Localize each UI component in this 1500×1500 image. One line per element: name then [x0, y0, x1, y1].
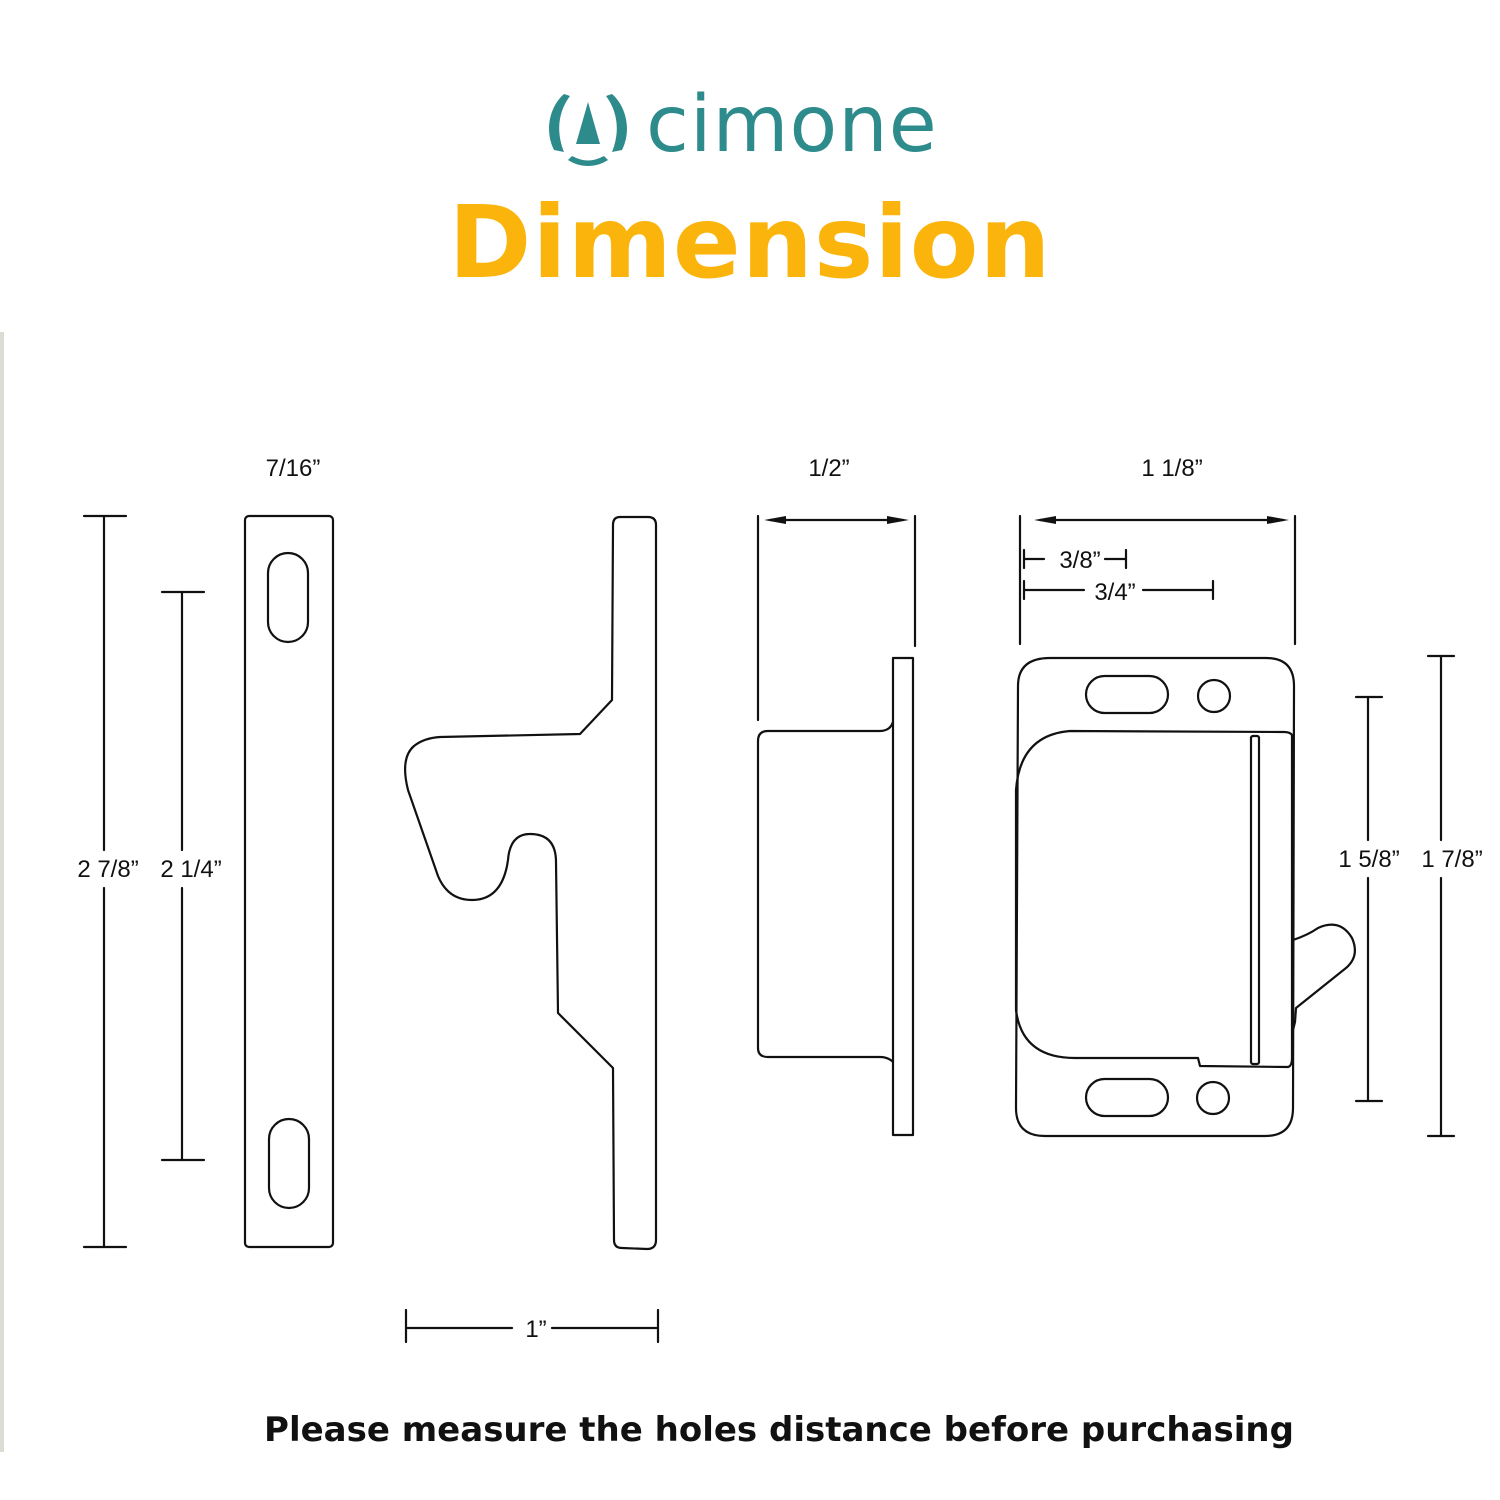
catch-side-view [756, 656, 915, 1137]
label-catch-hole-spacing: 1 5/8” [1338, 846, 1399, 873]
brand-name: cimone [646, 80, 938, 170]
dim-line-catch-overall-width [1018, 514, 1297, 646]
catch-body-outline [1014, 729, 1294, 1069]
footer-note: Please measure the holes distance before… [264, 1410, 1294, 1450]
catch-side-flange [891, 656, 915, 1137]
catch-top-slot [1084, 674, 1170, 715]
catch-front-view [1014, 656, 1357, 1138]
catch-plate-outline [1014, 656, 1296, 1138]
label-strike-overall-height: 2 7/8” [77, 856, 138, 883]
catch-top-hole [1196, 678, 1232, 714]
dim-line-catch-hole-offset-small [1022, 548, 1128, 570]
strike-side-profile-outline [403, 515, 658, 1251]
dim-line-catch-depth [756, 514, 917, 722]
dim-line-catch-hole-offset-large [1022, 579, 1215, 601]
brand-logo: cimone [546, 84, 938, 174]
strike-plate-outline [243, 514, 335, 1249]
label-strike-hole-spacing: 2 1/4” [160, 856, 221, 883]
dim-line-catch-hole-spacing [1354, 695, 1384, 1103]
label-catch-depth: 1/2” [808, 455, 849, 482]
dim-line-catch-overall-height [1426, 654, 1456, 1138]
label-catch-hole-offset-small: 3/8” [1059, 547, 1100, 574]
dim-line-strike-overall-height [82, 514, 128, 1249]
label-strike-depth: 1” [525, 1316, 546, 1343]
label-catch-hole-offset-large: 3/4” [1094, 579, 1135, 606]
catch-bottom-hole [1195, 1080, 1231, 1116]
label-catch-overall-height: 1 7/8” [1421, 846, 1482, 873]
label-strike-width: 7/16” [266, 455, 321, 482]
catch-body-slot-line [1249, 734, 1261, 1066]
strike-plate-front-view [243, 514, 335, 1249]
left-edge-strip [0, 332, 4, 1452]
label-catch-overall-width: 1 1/8” [1141, 455, 1202, 482]
catch-latch-tab [1291, 923, 1357, 1032]
dim-line-strike-depth [404, 1308, 660, 1344]
catch-side-body [756, 720, 895, 1064]
strike-plate-bottom-slot [267, 1117, 311, 1210]
strike-plate-top-slot [266, 551, 310, 644]
page-title: Dimension [448, 184, 1052, 301]
dim-line-strike-hole-spacing [160, 590, 206, 1162]
triangle-in-circle-icon [549, 94, 627, 166]
catch-bottom-slot [1084, 1077, 1170, 1118]
